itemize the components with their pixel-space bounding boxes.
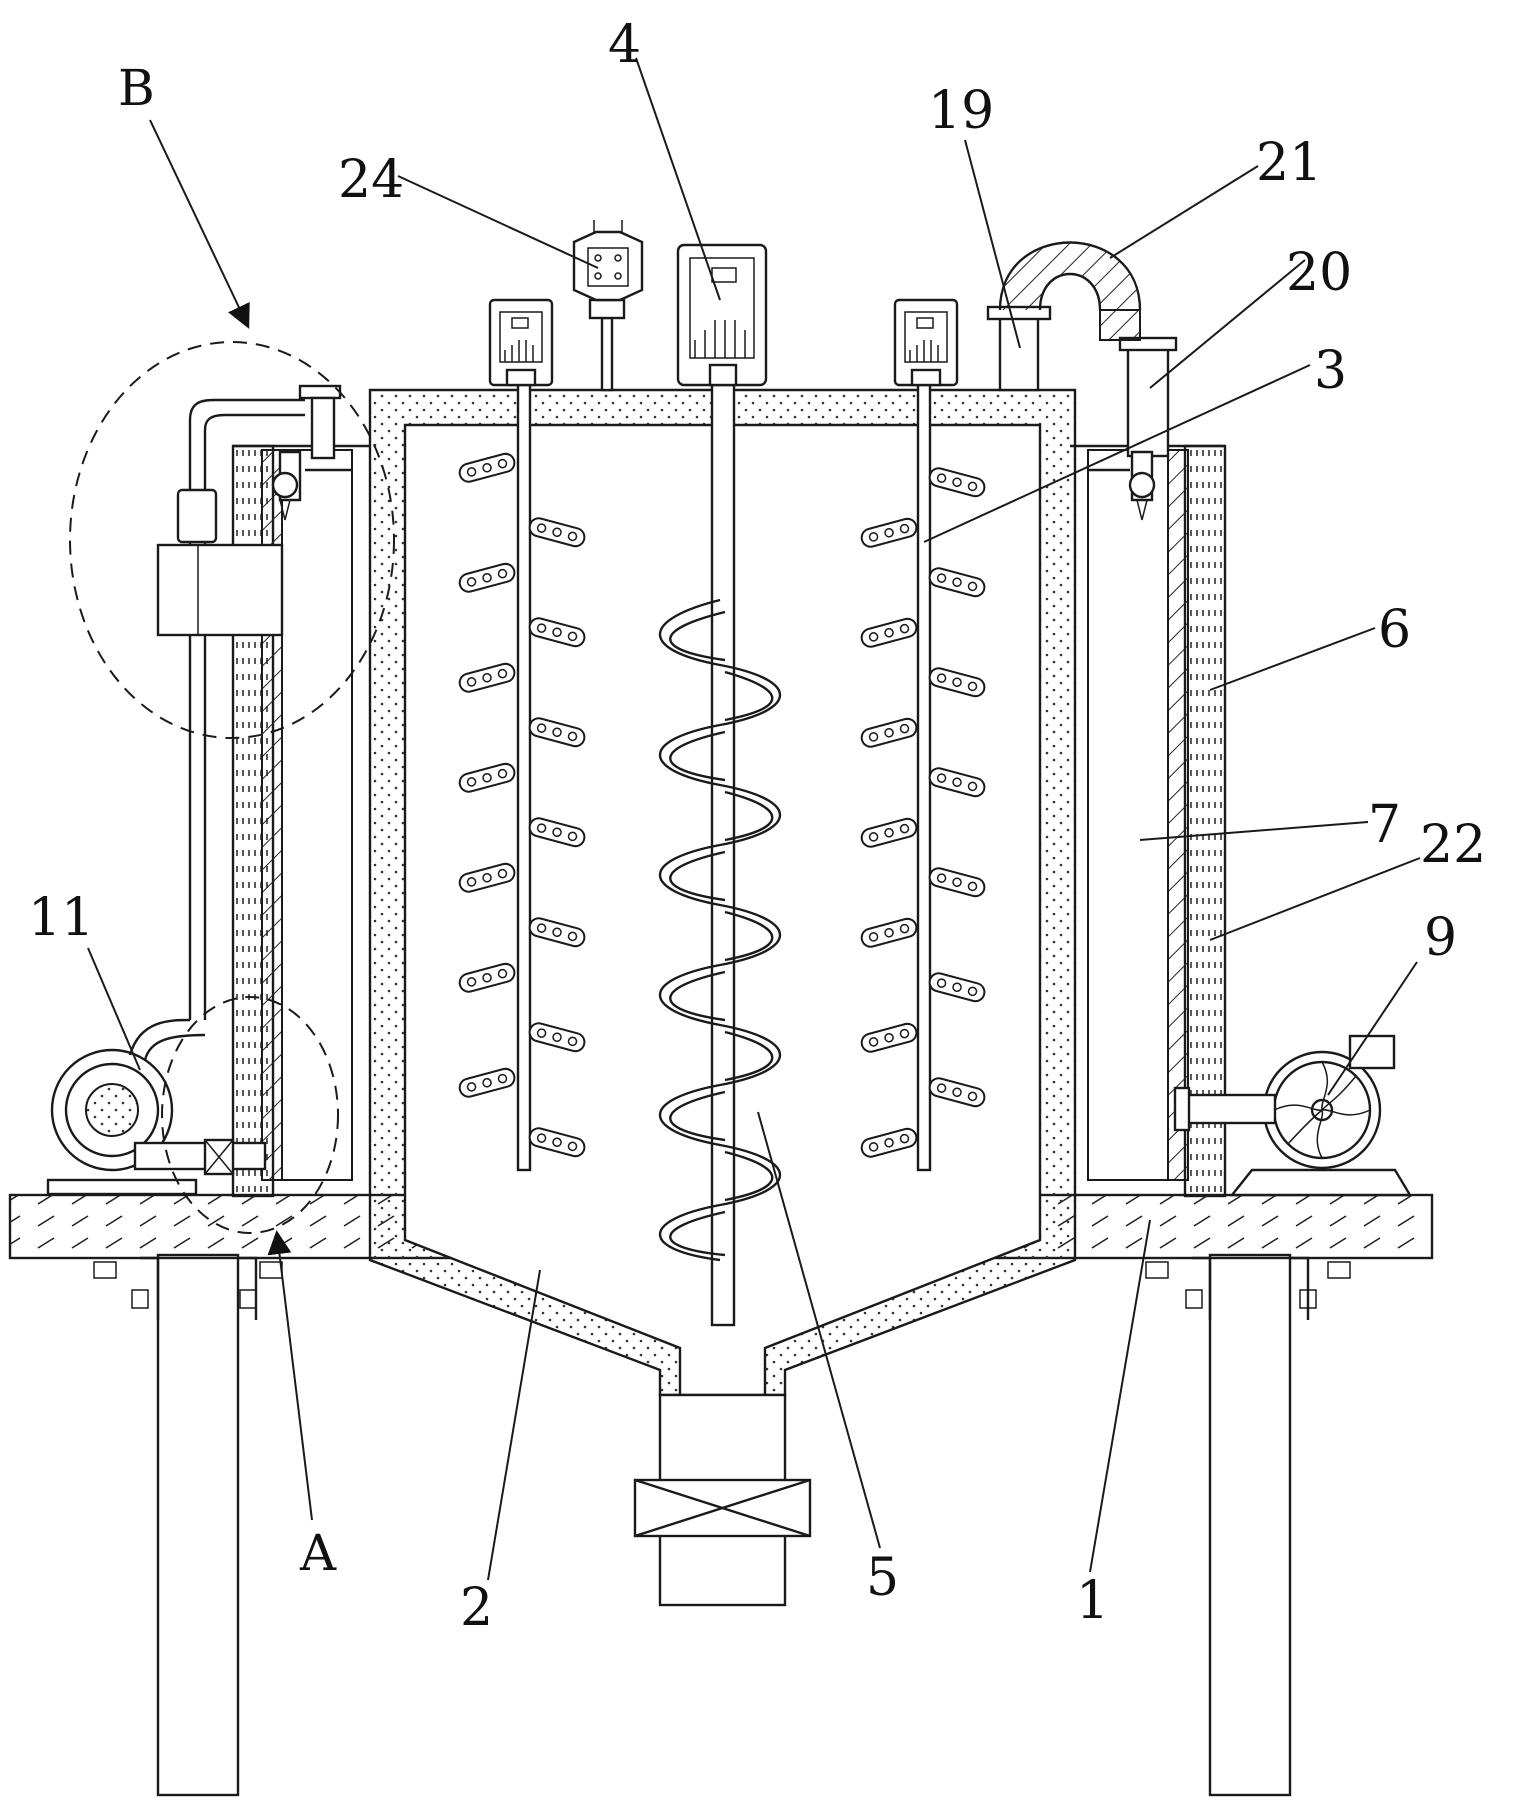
- center-motor: [678, 245, 766, 385]
- left-motor: [490, 300, 552, 385]
- label-22: 22: [1420, 815, 1486, 875]
- label-3: 3: [1314, 341, 1347, 401]
- label-20: 20: [1286, 243, 1352, 303]
- label-11: 11: [28, 888, 94, 948]
- label-19: 19: [928, 81, 994, 141]
- label-b: B: [118, 59, 155, 117]
- label-21: 21: [1256, 133, 1322, 193]
- label-6: 6: [1378, 600, 1411, 660]
- label-9: 9: [1424, 908, 1457, 968]
- label-2: 2: [460, 1578, 493, 1638]
- label-1: 1: [1076, 1571, 1109, 1631]
- label-4: 4: [608, 15, 641, 75]
- label-7: 7: [1368, 795, 1401, 855]
- right-motor: [895, 300, 957, 385]
- label-24: 24: [338, 150, 404, 210]
- label-a: A: [299, 1524, 337, 1582]
- label-5: 5: [866, 1548, 899, 1608]
- level-sensor: [574, 220, 642, 390]
